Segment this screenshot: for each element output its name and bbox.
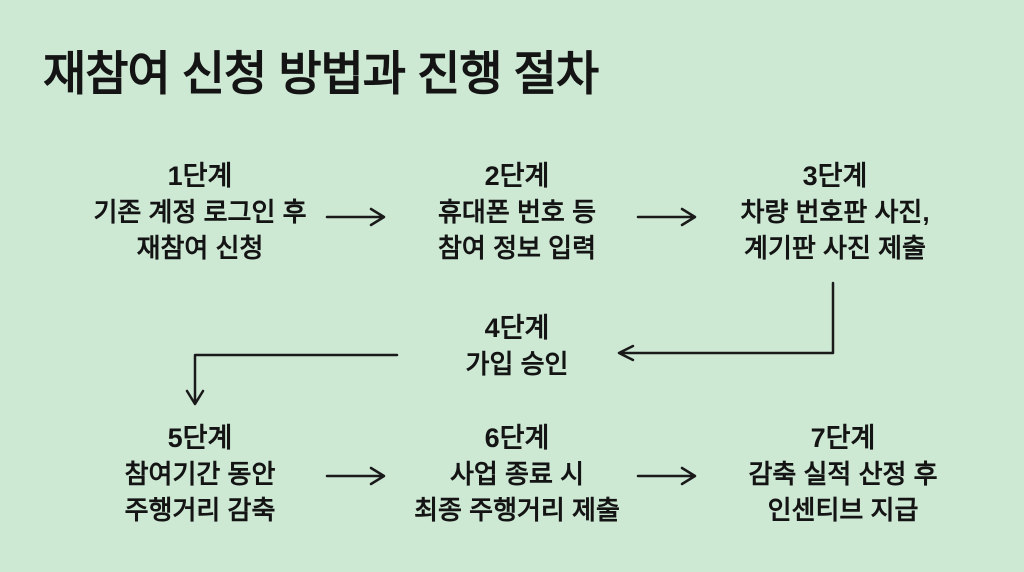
step-3-text: 계기판 사진 제출: [744, 233, 926, 263]
step-4-label: 4단계: [484, 313, 550, 343]
step-1-text: 재참여 신청: [136, 233, 264, 263]
step-4-text: 가입 승인: [465, 349, 569, 379]
step-1-label: 1단계: [167, 161, 233, 191]
step-7-text: 감축 실적 산정 후: [748, 459, 938, 489]
step-6-text: 최종 주행거리 제출: [414, 495, 620, 525]
step-5-label: 5단계: [167, 423, 233, 453]
step-2-text: 휴대폰 번호 등: [438, 197, 596, 227]
step-7-block: 7단계 감축 실적 산정 후 인센티브 지급: [693, 420, 993, 528]
step-3-label: 3단계: [802, 161, 868, 191]
page-title: 재참여 신청 방법과 진행 절차: [43, 47, 599, 100]
step-1-block: 1단계 기존 계정 로그인 후 재참여 신청: [50, 158, 350, 266]
step-2-label: 2단계: [484, 161, 550, 191]
step-1-text: 기존 계정 로그인 후: [93, 197, 307, 227]
step-6-label: 6단계: [484, 423, 550, 453]
step-2-block: 2단계 휴대폰 번호 등 참여 정보 입력: [367, 158, 667, 266]
step-5-text: 주행거리 감축: [124, 495, 276, 525]
step-3-text: 차량 번호판 사진,: [740, 197, 930, 227]
step-7-text: 인센티브 지급: [767, 495, 919, 525]
step-6-block: 6단계 사업 종료 시 최종 주행거리 제출: [367, 420, 667, 528]
step-5-block: 5단계 참여기간 동안 주행거리 감축: [50, 420, 350, 528]
elbow-arrow-down-icon: [185, 353, 399, 406]
step-2-text: 참여 정보 입력: [438, 233, 596, 263]
step-3-block: 3단계 차량 번호판 사진, 계기판 사진 제출: [685, 158, 985, 266]
step-4-block: 4단계 가입 승인: [367, 310, 667, 382]
step-6-text: 사업 종료 시: [449, 459, 585, 489]
step-7-label: 7단계: [810, 423, 876, 453]
step-5-text: 참여기간 동안: [124, 459, 276, 489]
